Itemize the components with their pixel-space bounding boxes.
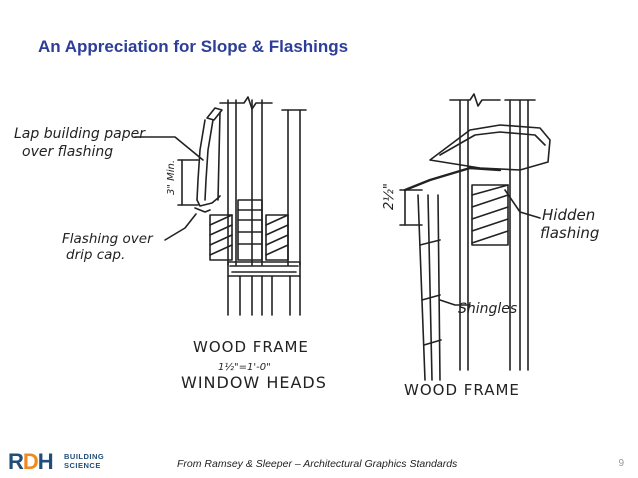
label-lap-line1: Lap building paper [14, 126, 146, 142]
source-citation: From Ramsey & Sleeper – Architectural Gr… [177, 458, 458, 470]
window-head-details-figure: Lap building paper over flashing 3" Min.… [14, 93, 599, 399]
logo-letters: RDH [8, 449, 54, 474]
label-lap-line2: over flashing [22, 144, 113, 160]
page-number: 9 [618, 458, 624, 469]
left-detail-drawing [134, 96, 307, 316]
right-detail-drawing [399, 93, 551, 381]
label-dim-left: 3" Min. [166, 160, 177, 195]
label-shingles: Shingles [458, 301, 517, 317]
slide-title: An Appreciation for Slope & Flashings [38, 37, 349, 56]
rdh-logo: RDH BUILDING SCIENCE [8, 450, 118, 474]
label-flashing-line2: drip cap. [66, 247, 125, 263]
label-flashing-line1: Flashing over [62, 231, 154, 247]
label-dim-right: 2½" [382, 183, 397, 210]
caption-left-2: WINDOW HEADS [181, 373, 327, 392]
logo-subtitle: BUILDING SCIENCE [64, 452, 105, 470]
caption-left-1: WOOD FRAME [193, 338, 309, 356]
scale-left: 1½"=1'-0" [218, 361, 271, 373]
label-hidden-line1: Hidden [542, 206, 595, 224]
label-hidden-line2: flashing [540, 224, 599, 242]
caption-right: WOOD FRAME [404, 381, 520, 399]
